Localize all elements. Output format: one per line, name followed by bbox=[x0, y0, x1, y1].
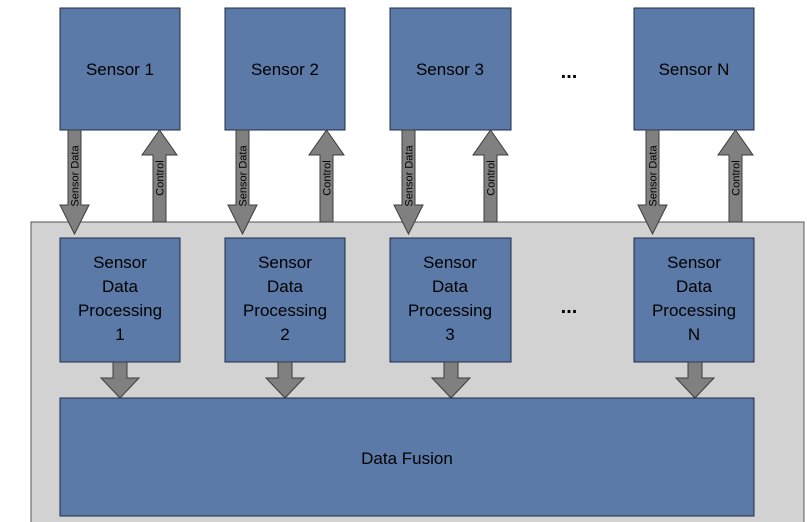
sensor-label: Sensor 3 bbox=[416, 60, 484, 79]
sensor-data-arrow-n: Sensor Data bbox=[637, 129, 668, 236]
sensor-data-label: Sensor Data bbox=[404, 145, 416, 207]
processing-line-2: Data bbox=[676, 277, 712, 296]
control-label: Control bbox=[731, 160, 743, 195]
sensor-data-label: Sensor Data bbox=[648, 145, 660, 207]
sensor-box-n: Sensor N bbox=[633, 7, 755, 131]
data-fusion-label: Data Fusion bbox=[361, 449, 453, 468]
processing-box-3: Sensor Data Processing 3 bbox=[389, 237, 512, 363]
control-arrow-n: Control bbox=[717, 129, 754, 223]
processing-line-4: N bbox=[688, 325, 700, 344]
processing-line-2: Data bbox=[267, 277, 303, 296]
processing-box-2: Sensor Data Processing 2 bbox=[224, 237, 346, 363]
processing-line-3: Processing bbox=[408, 301, 492, 320]
fusion-arrow-3 bbox=[430, 361, 472, 399]
sensor-box-1: Sensor 1 bbox=[59, 7, 181, 131]
sensor-ellipsis: ... bbox=[561, 61, 578, 83]
control-arrow-1: Control bbox=[141, 129, 178, 223]
control-label: Control bbox=[155, 160, 167, 195]
processing-line-3: Processing bbox=[652, 301, 736, 320]
control-label: Control bbox=[322, 160, 334, 195]
sensor-label: Sensor 2 bbox=[251, 60, 319, 79]
sensor-box-3: Sensor 3 bbox=[389, 7, 512, 131]
processing-line-1: Sensor bbox=[93, 253, 147, 272]
processing-line-2: Data bbox=[432, 277, 468, 296]
processing-line-4: 2 bbox=[280, 325, 289, 344]
processing-line-3: Processing bbox=[78, 301, 162, 320]
sensor-data-arrow-3: Sensor Data bbox=[393, 129, 424, 236]
processing-line-3: Processing bbox=[243, 301, 327, 320]
sensor-label: Sensor N bbox=[659, 60, 730, 79]
processing-line-1: Sensor bbox=[258, 253, 312, 272]
fusion-arrow-2 bbox=[264, 361, 306, 399]
processing-box-n: Sensor Data Processing N bbox=[633, 237, 755, 363]
sensor-data-arrow-1: Sensor Data bbox=[59, 129, 90, 236]
sensor-box-2: Sensor 2 bbox=[224, 7, 346, 131]
fusion-arrow-n bbox=[674, 361, 716, 399]
data-fusion-box: Data Fusion bbox=[59, 397, 755, 517]
processing-line-1: Sensor bbox=[423, 253, 477, 272]
sensor-data-label: Sensor Data bbox=[238, 145, 250, 207]
sensor-label: Sensor 1 bbox=[86, 60, 154, 79]
fusion-arrow-1 bbox=[99, 361, 141, 399]
control-arrow-3: Control bbox=[472, 129, 509, 223]
sensor-data-arrow-2: Sensor Data bbox=[227, 129, 258, 236]
processing-line-4: 3 bbox=[445, 325, 454, 344]
processing-line-4: 1 bbox=[115, 325, 124, 344]
sensor-data-label: Sensor Data bbox=[70, 145, 82, 207]
processing-box-1: Sensor Data Processing 1 bbox=[59, 237, 181, 363]
control-arrow-2: Control bbox=[308, 129, 345, 223]
processing-line-1: Sensor bbox=[667, 253, 721, 272]
control-label: Control bbox=[486, 160, 498, 195]
processing-line-2: Data bbox=[102, 277, 138, 296]
processing-ellipsis: ... bbox=[561, 296, 578, 318]
